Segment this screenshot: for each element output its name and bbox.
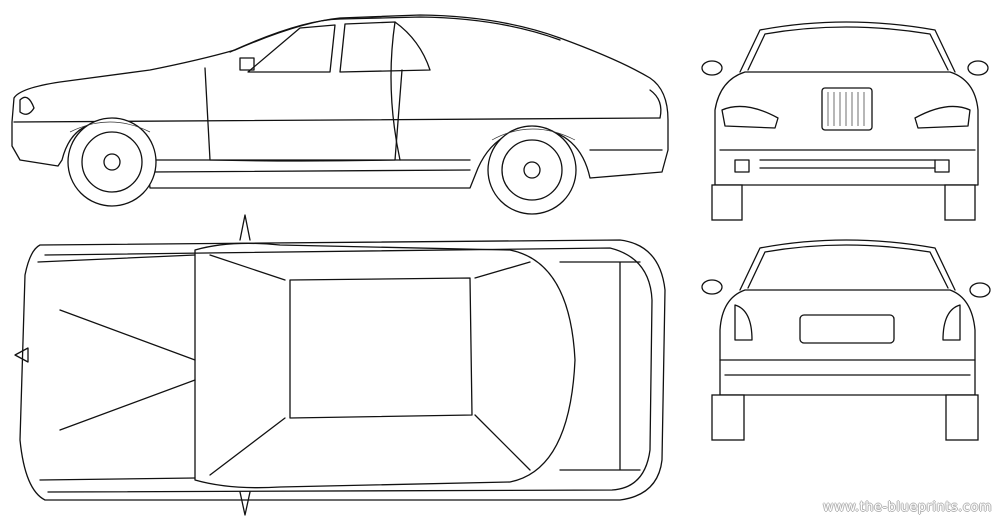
- front-view: [701, 21, 989, 221]
- watermark: www.the-blueprints.com: [822, 500, 992, 515]
- top-view: [14, 214, 666, 516]
- side-view: [11, 14, 669, 215]
- rear-view: [701, 239, 991, 441]
